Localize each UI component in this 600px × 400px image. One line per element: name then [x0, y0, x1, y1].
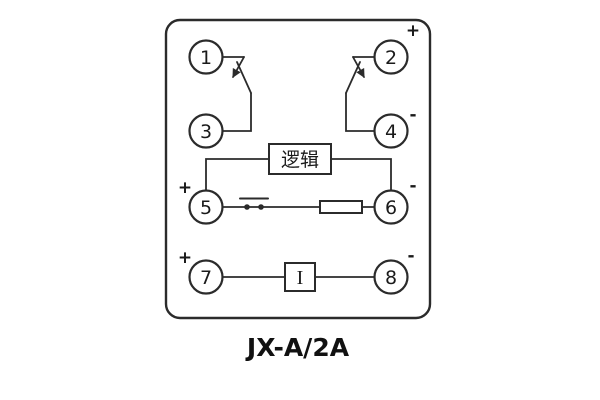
terminal-8-label: 8 [385, 267, 397, 289]
terminal-3-label: 3 [200, 121, 212, 143]
terminal-1: 1 [188, 39, 224, 75]
terminal-2: 2 [373, 39, 409, 75]
polarity-plus-terminal-7: + [178, 248, 192, 268]
logic-box [268, 143, 332, 175]
terminal-5: 5 [188, 189, 224, 225]
terminal-1-label: 1 [200, 47, 212, 69]
terminal-4: 4 [373, 113, 409, 149]
input-circuit-5-6 [221, 197, 376, 214]
logic-circuit: 逻辑 [205, 143, 392, 192]
polarity-plus-terminal-2: + [406, 21, 420, 41]
terminal-7: 7 [188, 259, 224, 295]
current-box [284, 262, 316, 292]
contact-1-3 [221, 56, 252, 132]
terminal-5-label: 5 [200, 197, 212, 219]
pushbutton-contact [239, 197, 269, 210]
resistor [319, 200, 363, 214]
polarity-minus-terminal-6: - [409, 176, 416, 196]
terminal-8: 8 [373, 259, 409, 295]
terminal-3: 3 [188, 113, 224, 149]
terminal-6: 6 [373, 189, 409, 225]
power-circuit-7-8: I [221, 262, 376, 292]
polarity-minus-terminal-4: - [409, 105, 416, 125]
polarity-minus-terminal-8: - [407, 246, 414, 266]
terminal-6-label: 6 [385, 197, 397, 219]
terminal-7-label: 7 [200, 267, 212, 289]
terminal-2-label: 2 [385, 47, 397, 69]
terminal-4-label: 4 [385, 121, 397, 143]
diagram-title: JX-A/2A [245, 333, 350, 362]
contact-2-4 [345, 56, 376, 132]
logic-box-label: 逻辑 [281, 149, 319, 171]
current-box-label: I [297, 267, 304, 289]
polarity-plus-terminal-5: + [178, 178, 192, 198]
